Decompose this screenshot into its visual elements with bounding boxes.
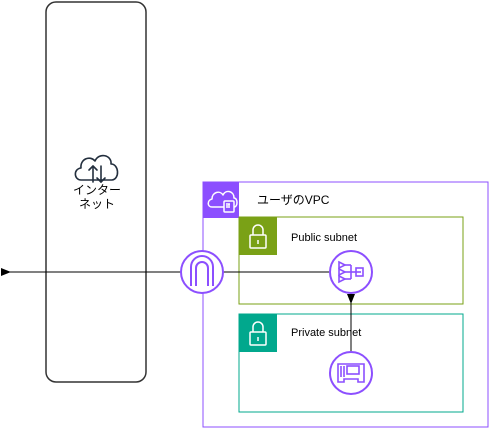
network-interface-icon[interactable] — [329, 351, 373, 395]
private-lock-icon — [249, 321, 267, 346]
public-subnet-label: Public subnet — [291, 232, 357, 244]
public-lock-icon — [249, 224, 267, 249]
internet-label-line1: インター — [73, 183, 121, 197]
private-subnet-label: Private subnet — [291, 327, 361, 339]
nat-gateway-icon[interactable] — [329, 250, 373, 294]
internet-box[interactable] — [45, 1, 147, 383]
vpc-cloud-icon — [207, 190, 238, 213]
internet-label-line2: ネット — [79, 197, 115, 211]
vpc-label: ユーザのVPC — [257, 193, 330, 207]
internet-gateway-icon[interactable] — [180, 250, 224, 294]
internet-cloud-icon — [74, 154, 119, 183]
